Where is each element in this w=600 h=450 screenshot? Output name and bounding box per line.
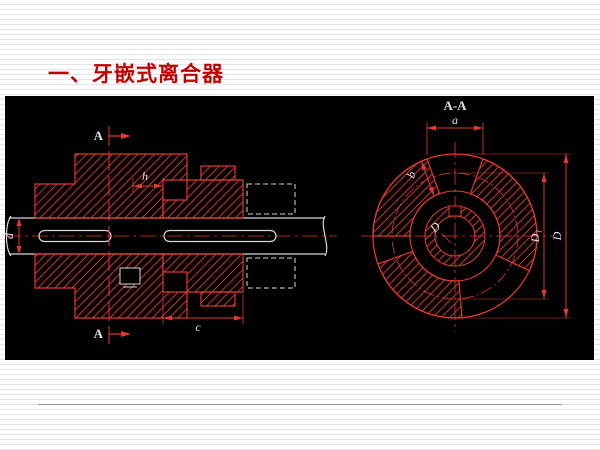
shift-collar-top: [200, 165, 236, 181]
jaw-tooth-sectors: [372, 158, 538, 319]
dimension-d1: D₁: [455, 172, 549, 300]
dimension-c: c: [162, 294, 244, 334]
set-screw: [119, 267, 141, 288]
keyway-notch: [448, 205, 462, 217]
dimension-h: h: [132, 169, 164, 192]
slide-title: 一、牙嵌式离合器: [48, 63, 224, 86]
label-dim-b: b: [404, 169, 419, 179]
label-dim-d: d: [5, 232, 16, 239]
dimension-a: a: [426, 113, 484, 155]
shaft-break-left: [5, 215, 12, 257]
section-cutting-line: A A: [94, 126, 131, 344]
jaw-clutch-technical-drawing: A A h d: [2, 98, 571, 344]
label-dim-h: h: [142, 169, 148, 183]
shift-collar-bottom: [200, 291, 236, 307]
label-section-a-bottom: A: [94, 326, 104, 341]
right-clutch-half: [162, 165, 244, 307]
shaft-break-right: [322, 215, 328, 257]
dimension-d: d: [2, 218, 22, 254]
hub-section-hatch: [424, 205, 485, 267]
drawing-panel: A A h d: [2, 96, 594, 360]
label-section-view-title: A-A: [443, 98, 467, 113]
label-section-a-top: A: [94, 128, 104, 143]
label-dim-d1: D₁: [528, 230, 542, 244]
label-dim-c: c: [195, 320, 201, 334]
shift-fork-phantom-outline: [246, 183, 296, 289]
keyway-slot-right: [163, 229, 277, 243]
section-view-a-a: A-A: [361, 98, 571, 332]
dimension-b: b: [404, 160, 435, 196]
label-dim-a: a: [452, 113, 458, 127]
keyway-slot-left: [38, 229, 112, 243]
dimension-outer-d: D: [455, 153, 571, 319]
footer-divider-line: [38, 404, 562, 405]
left-view-cross-section: A A h d: [2, 126, 337, 344]
label-dim-outer: D: [550, 231, 564, 241]
